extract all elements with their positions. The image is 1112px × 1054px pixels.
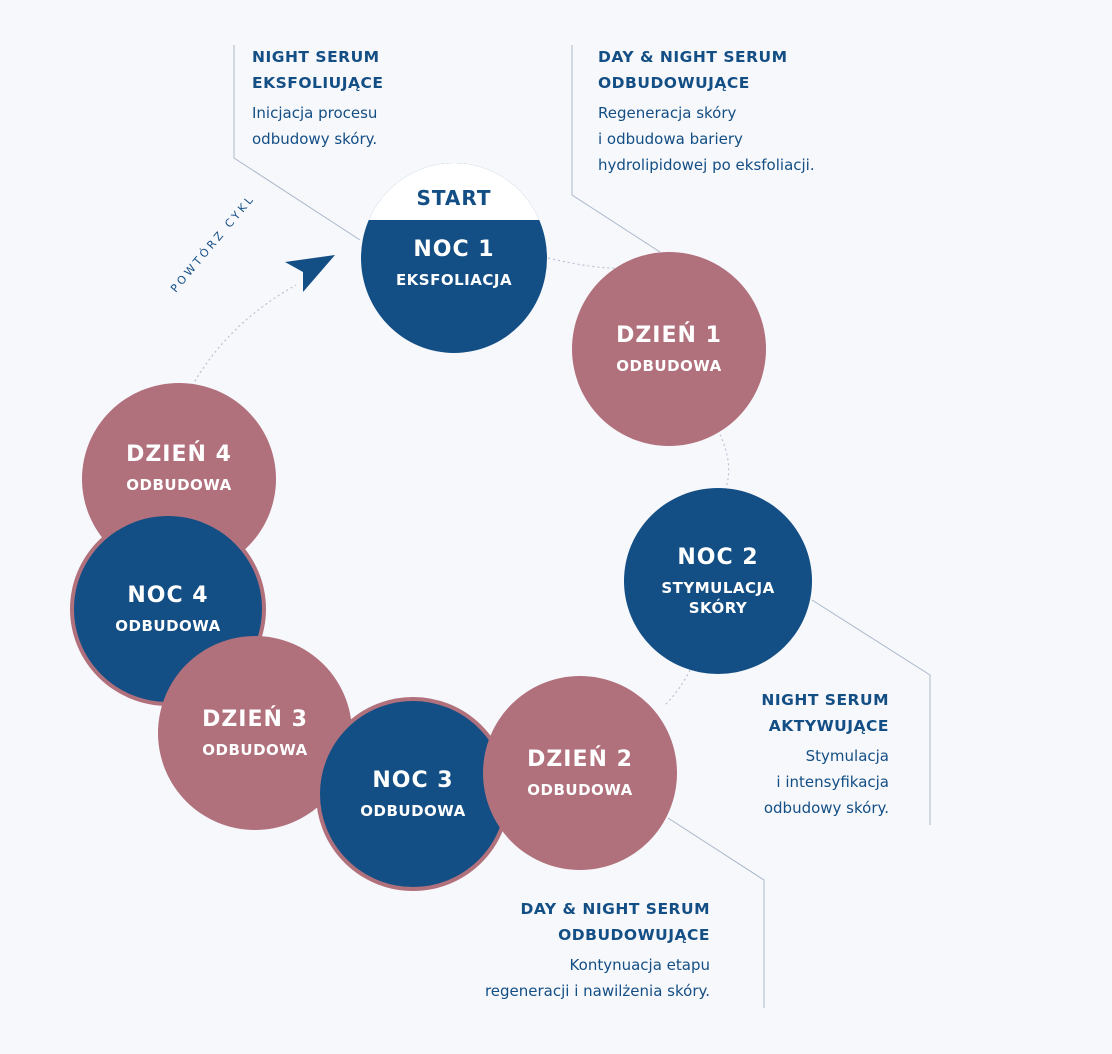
- note-text-1: Regeneracja skóry: [598, 104, 737, 122]
- note-heading-2: AKTYWUJĄCE: [768, 717, 889, 735]
- note-text-3: odbudowy skóry.: [763, 799, 889, 817]
- noc2-title: NOC 2: [677, 545, 759, 570]
- start-cap: START: [361, 163, 547, 220]
- note-text-2: i intensyfikacja: [776, 773, 889, 791]
- arrow-head-icon: [285, 255, 335, 292]
- note-heading-1: DAY & NIGHT SERUM: [598, 48, 788, 66]
- dzien2-title: DZIEŃ 2: [527, 747, 633, 772]
- dzien3-title: DZIEŃ 3: [202, 707, 308, 732]
- note-night-serum-exfoliating: NIGHT SERUM EKSFOLIUJĄCE Inicjacja proce…: [252, 44, 383, 152]
- noc3-subtitle: ODBUDOWA: [360, 802, 466, 820]
- note-heading-2: ODBUDOWUJĄCE: [598, 74, 750, 92]
- noc1-inner: NOC 1 EKSFOLIACJA: [361, 220, 547, 353]
- note-heading-2: EKSFOLIUJĄCE: [252, 74, 384, 92]
- step-noc3: NOC 3 ODBUDOWA: [316, 697, 510, 891]
- dzien4-title: DZIEŃ 4: [126, 442, 232, 467]
- note-heading-1: NIGHT SERUM: [761, 691, 889, 709]
- note-text-2: i odbudowa bariery: [598, 130, 743, 148]
- note-heading-2: ODBUDOWUJĄCE: [558, 926, 710, 944]
- dzien4-subtitle: ODBUDOWA: [126, 476, 232, 494]
- dzien1-title: DZIEŃ 1: [616, 323, 722, 348]
- dzien2-subtitle: ODBUDOWA: [527, 781, 633, 799]
- note-text-1: Kontynuacja etapu: [569, 956, 710, 974]
- dzien1-subtitle: ODBUDOWA: [616, 357, 722, 375]
- dzien3-subtitle: ODBUDOWA: [202, 741, 308, 759]
- note-heading-1: DAY & NIGHT SERUM: [520, 900, 710, 918]
- note-heading-1: NIGHT SERUM: [252, 48, 380, 66]
- note-text-3: hydrolipidowej po eksfoliacji.: [598, 156, 815, 174]
- noc1-subtitle: EKSFOLIACJA: [395, 271, 513, 289]
- repeat-path: [189, 284, 297, 391]
- noc4-subtitle: ODBUDOWA: [115, 617, 221, 635]
- step-noc2: NOC 2 STYMULACJA SKÓRY: [624, 488, 812, 674]
- note-day-night-serum-2: DAY & NIGHT SERUM ODBUDOWUJĄCE Kontynuac…: [485, 896, 710, 1004]
- note-night-serum-activating: NIGHT SERUM AKTYWUJĄCE Stymulacja i inte…: [761, 687, 889, 821]
- note-text-2: regeneracji i nawilżenia skóry.: [484, 982, 710, 1000]
- noc2-subtitle-1: STYMULACJA: [661, 579, 775, 597]
- noc4-title: NOC 4: [127, 583, 209, 608]
- note-text-1: Inicjacja procesu: [252, 104, 378, 122]
- step-dzien1: DZIEŃ 1 ODBUDOWA: [572, 252, 766, 446]
- step-dzien2: DZIEŃ 2 ODBUDOWA: [483, 676, 677, 870]
- note-text-2: odbudowy skóry.: [252, 130, 378, 148]
- noc3-title: NOC 3: [372, 768, 454, 793]
- step-noc1-start: START NOC 1 EKSFOLIACJA: [361, 163, 547, 353]
- note-text-1: Stymulacja: [805, 747, 889, 765]
- note-day-night-serum-1: DAY & NIGHT SERUM ODBUDOWUJĄCE Regenerac…: [598, 44, 815, 178]
- noc2-subtitle-2: SKÓRY: [688, 599, 748, 617]
- start-label: START: [416, 186, 492, 210]
- noc1-title: NOC 1: [413, 237, 495, 262]
